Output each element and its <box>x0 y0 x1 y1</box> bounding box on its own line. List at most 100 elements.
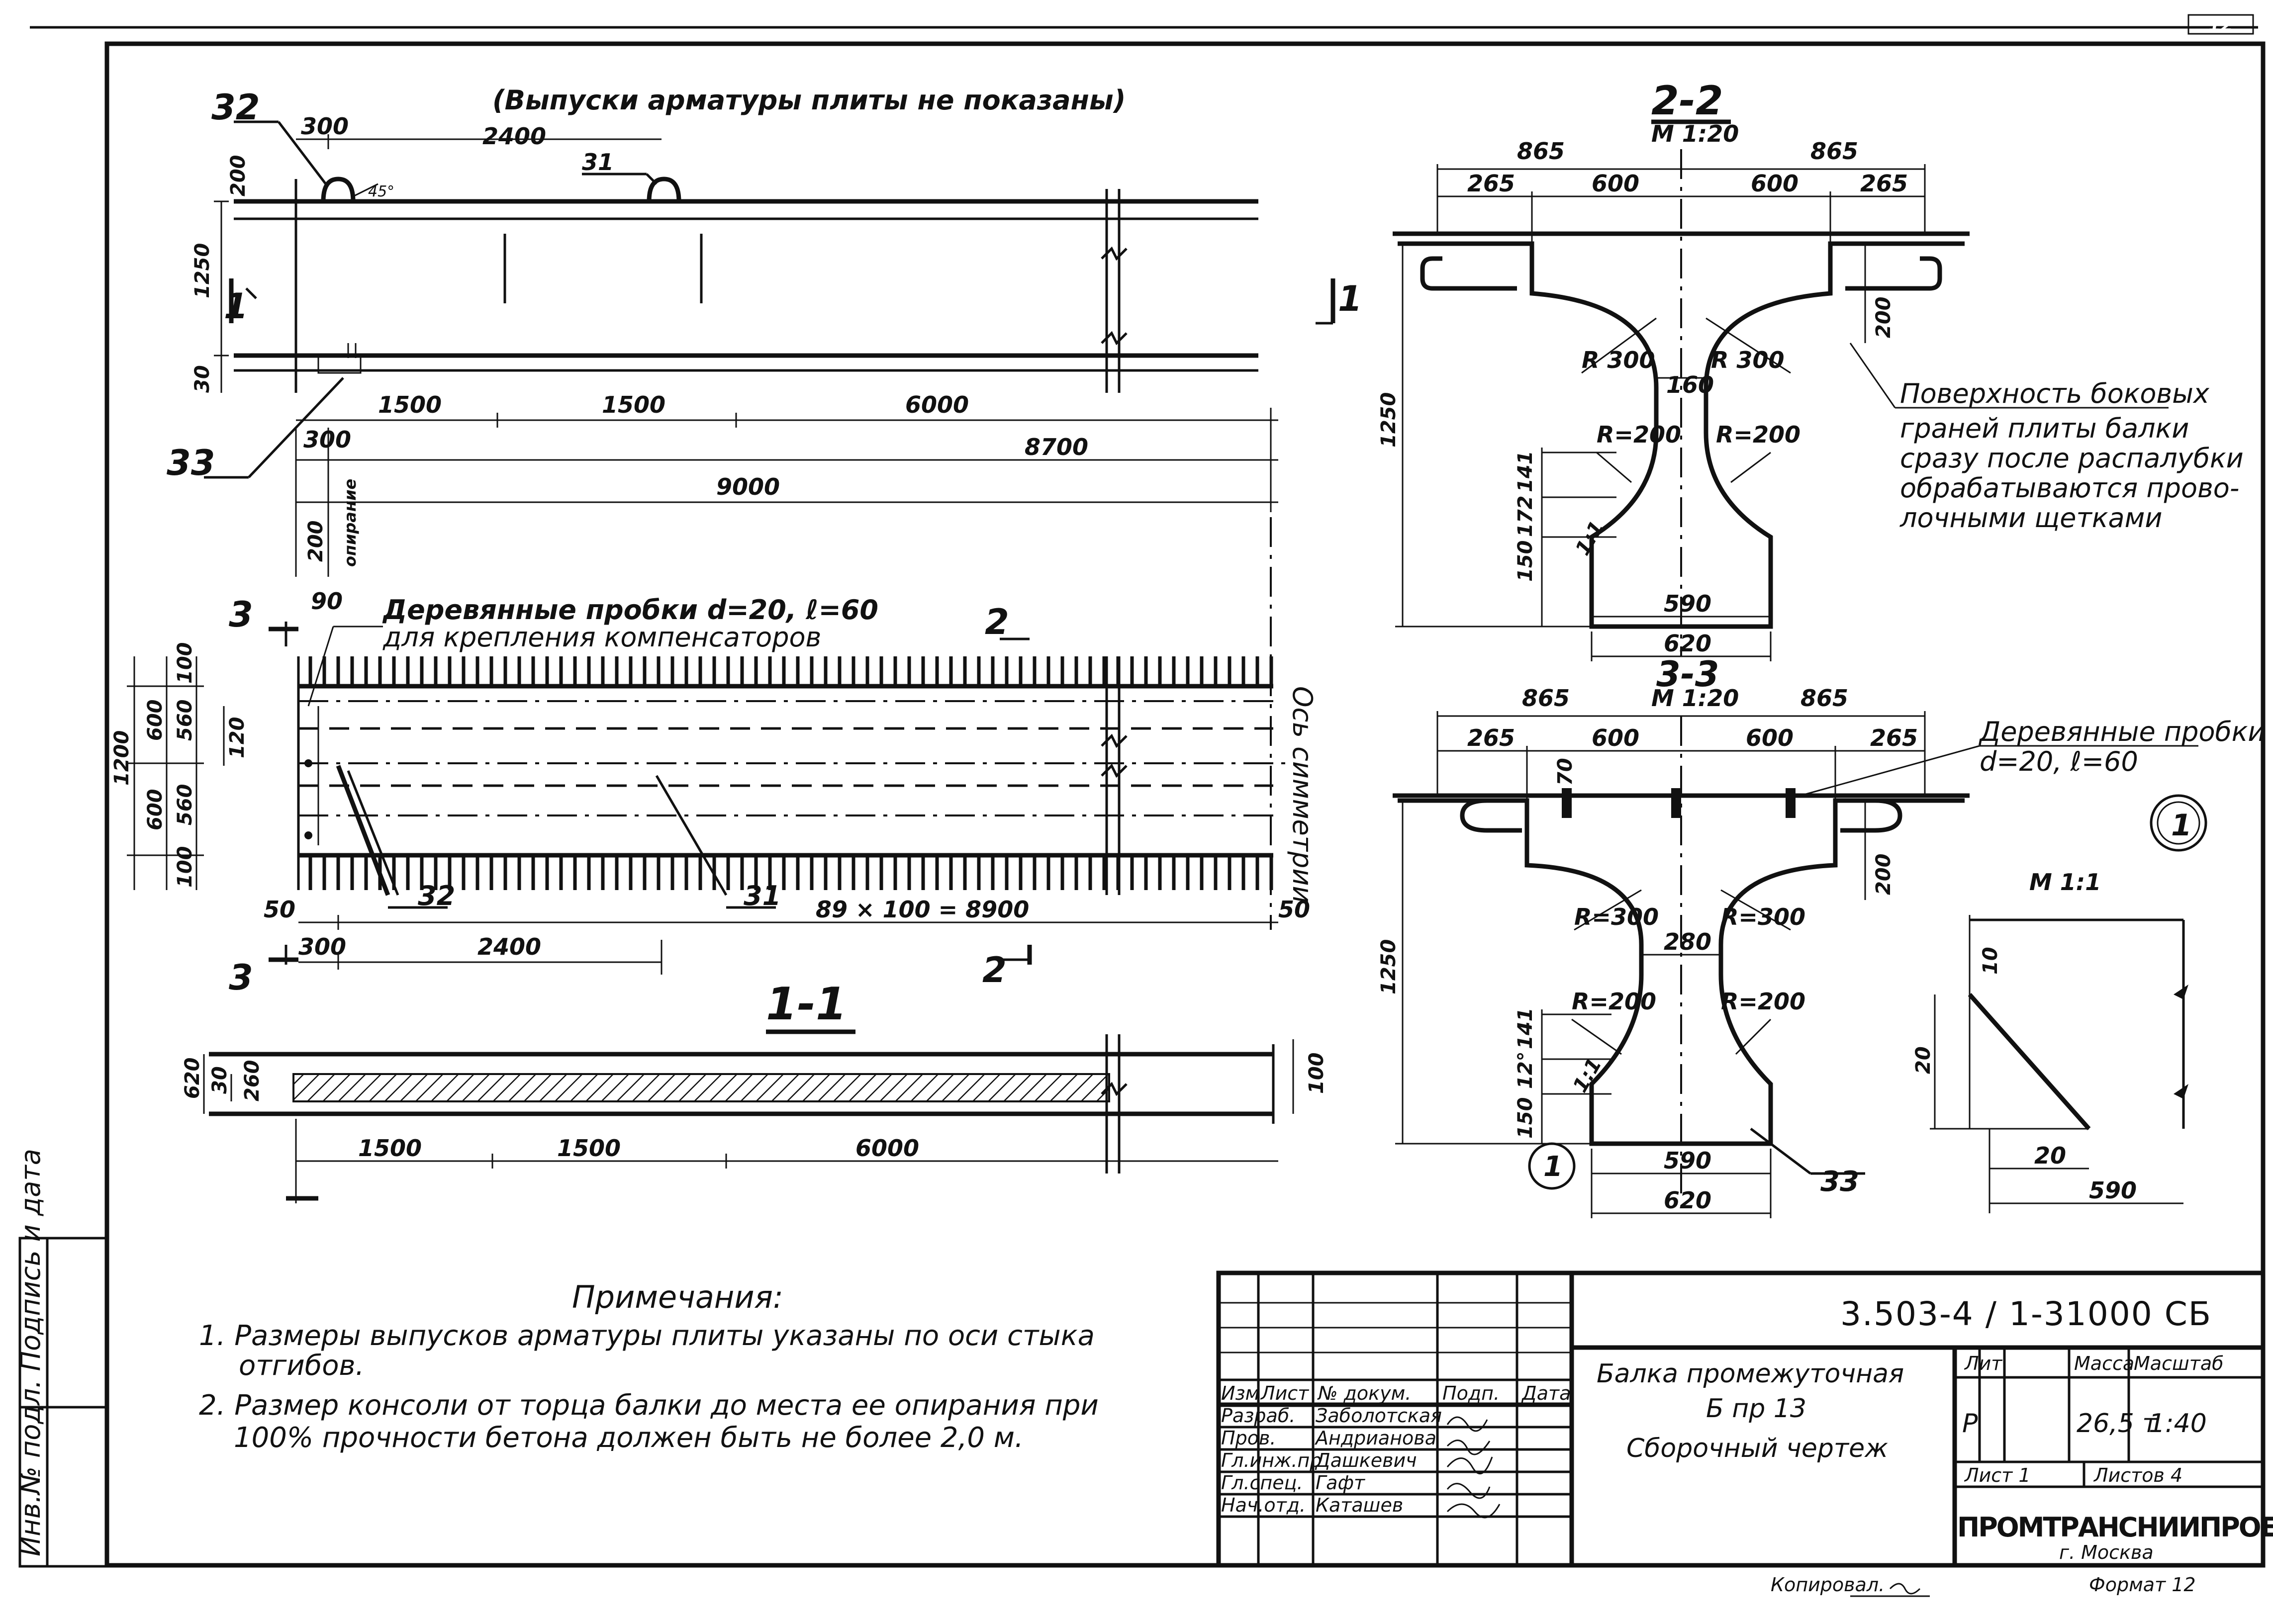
plan-callout-32: 32 <box>211 87 260 128</box>
left-strip-label: Инв.№ подл. Подпись и дата <box>15 1149 46 1556</box>
sec11-dim-1500b: 1500 <box>557 1135 621 1162</box>
sec33-r300a: R=300 <box>1574 903 1659 930</box>
note-1a: 1. Размеры выпусков арматуры плиты указа… <box>199 1320 1095 1352</box>
tb-role-4: Гл.спец. <box>1221 1472 1303 1494</box>
section-2-2: 2-2 М 1:20 865 865 265 600 600 265 200 1… <box>1377 78 2244 661</box>
side-dim-560b: 560 <box>174 784 196 826</box>
detail-dim-590: 590 <box>2089 1177 2137 1204</box>
footer-format: Формат 12 <box>2089 1574 2196 1596</box>
plan-dim-1500b: 1500 <box>602 391 665 418</box>
sec22-r200a: R=200 <box>1597 421 1681 448</box>
side-dim-300: 300 <box>298 933 346 960</box>
sec22-dim-865b: 865 <box>1810 138 1858 165</box>
sec33-scale: М 1:20 <box>1651 685 1739 712</box>
sec22-title: 2-2 <box>1651 78 1723 124</box>
sec22-r200b: R=200 <box>1716 421 1800 448</box>
side-dowels-label-1: Деревянные пробки d=20, ℓ=60 <box>382 594 878 626</box>
sec22-dim-172: 172 <box>1514 496 1537 538</box>
sec22-r300b: R 300 <box>1711 347 1784 373</box>
sec22-dim-150: 150 <box>1514 541 1537 582</box>
side-view: Деревянные пробки d=20, ℓ=60 для креплен… <box>110 517 1318 998</box>
plan-dim-support: опирание <box>341 479 360 567</box>
side-dim-90: 90 <box>311 588 343 615</box>
sec33-dim-600a: 600 <box>1592 724 1639 751</box>
side-dowels-label-2: для крепления компенсаторов <box>382 622 821 653</box>
tb-sheet: Лист 1 <box>1964 1464 2031 1486</box>
tb-hdr-list: Лист <box>1260 1382 1310 1404</box>
tb-mass: 26,5 т <box>2077 1409 2158 1439</box>
plan-callout-33: 33 <box>167 443 215 483</box>
side-symmetry-axis: Ось симметрии <box>1287 686 1318 903</box>
sec33-dim-590: 590 <box>1664 1147 1711 1174</box>
side-dim-560a: 560 <box>174 700 196 741</box>
sec22-r300a: R 300 <box>1582 347 1655 373</box>
sec22-dim-600a: 600 <box>1592 170 1639 197</box>
tb-hdr-izm: Изм <box>1221 1382 1259 1404</box>
detail-dim-20v: 20 <box>1912 1046 1935 1074</box>
note-1b: отгибов. <box>239 1350 364 1382</box>
sec22-dim-265a: 265 <box>1467 170 1515 197</box>
sec22-dim-590: 590 <box>1664 590 1711 617</box>
plan-dim-30: 30 <box>191 365 214 393</box>
detail-scale: М 1:1 <box>2029 869 2101 896</box>
tb-hdr-data: Дата <box>1521 1382 1571 1404</box>
sec22-note-1: Поверхность боковых <box>1900 378 2210 409</box>
side-dim-2400: 2400 <box>477 933 541 960</box>
plan-view: (Выпуски арматуры плиты не показаны) 45°… <box>167 85 1362 577</box>
sec33-r300b: R=300 <box>1721 903 1805 930</box>
side-dim-100b: 100 <box>174 846 196 888</box>
tb-name-5: Каташев <box>1316 1494 1403 1516</box>
tb-sheets: Листов 4 <box>2093 1464 2182 1486</box>
notes-title: Примечания: <box>572 1279 783 1315</box>
tb-role-2: Пров. <box>1221 1427 1276 1449</box>
plan-dim-1250: 1250 <box>191 243 214 298</box>
sec22-note-2: граней плиты балки <box>1900 413 2189 444</box>
sec22-dim-1250: 1250 <box>1377 392 1400 448</box>
tb-name-2: Андрианова <box>1314 1427 1436 1449</box>
side-mark-3-bottom: 3 <box>229 957 253 998</box>
sec22-dim-160: 160 <box>1666 371 1714 398</box>
sec22-dim-600b: 600 <box>1751 170 1799 197</box>
plan-dim-200a: 200 <box>227 155 250 197</box>
sec11-dim-620: 620 <box>181 1058 204 1099</box>
plan-dim-300b: 300 <box>303 426 351 453</box>
tb-name-3: Дашкевич <box>1315 1449 1417 1471</box>
sec33-dowels-2: d=20, ℓ=60 <box>1980 746 2138 777</box>
side-dim-600a: 600 <box>144 700 167 741</box>
plan-dim-6000a: 6000 <box>905 391 969 418</box>
tb-hdr-doc: № докум. <box>1317 1382 1411 1404</box>
tb-role-3: Гл.инж.пр <box>1221 1449 1322 1471</box>
sec33-dowels-1: Деревянные пробки <box>1979 716 2266 747</box>
plan-section-mark-left: 1 <box>224 286 248 327</box>
detail-circle-label: 1 <box>2171 808 2192 843</box>
footer: Копировал. Формат 12 <box>1771 1574 2196 1597</box>
sec33-dim-865a: 865 <box>1522 685 1570 712</box>
plan-dim-200b: 200 <box>304 521 327 562</box>
sec33-detail-ref: 1 <box>1543 1151 1563 1183</box>
side-dim-100a: 100 <box>174 642 196 684</box>
tb-name-4: Гафт <box>1316 1472 1366 1494</box>
sec11-title: 1-1 <box>766 978 847 1030</box>
sec22-dim-620: 620 <box>1664 630 1711 657</box>
sec11-dim-30: 30 <box>208 1066 231 1094</box>
sec22-slope: 1:1 <box>1571 517 1609 559</box>
sec33-title: 3-3 <box>1656 654 1719 695</box>
tb-role-1: Разраб. <box>1221 1405 1295 1427</box>
tb-name-line2: Б пр 13 <box>1706 1394 1806 1424</box>
plan-top-note: (Выпуски арматуры плиты не показаны) <box>492 85 1126 116</box>
plan-dim-2400a: 2400 <box>482 123 546 150</box>
sec11-dim-260: 260 <box>241 1060 264 1102</box>
tb-mass-hdr: Масса <box>2074 1353 2134 1374</box>
tb-city: г. Москва <box>2059 1541 2154 1563</box>
tb-name-1: Заболотская <box>1316 1405 1442 1427</box>
tb-lit-hdr: Лит. <box>1964 1353 2008 1374</box>
corner-mark: 12 <box>2208 15 2233 35</box>
sec22-note-5: лочными щетками <box>1899 502 2162 534</box>
side-callout-32: 32 <box>418 880 455 911</box>
tb-role-5: Нач.отд. <box>1221 1494 1306 1516</box>
sec11-dim-1500a: 1500 <box>358 1135 422 1162</box>
sec22-dim-265b: 265 <box>1860 170 1908 197</box>
detail-dim-20h: 20 <box>2034 1142 2066 1169</box>
sec22-dim-865a: 865 <box>1517 138 1565 165</box>
